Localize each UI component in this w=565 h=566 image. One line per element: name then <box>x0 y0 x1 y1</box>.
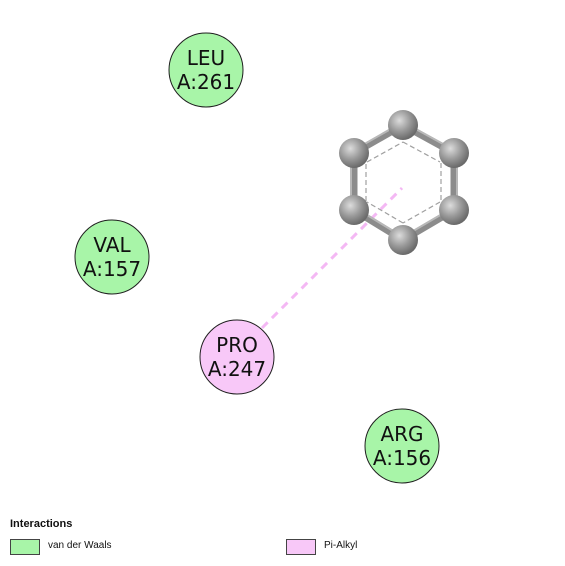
legend-label-pi-alkyl: Pi-Alkyl <box>324 540 358 551</box>
residue-chain-position: A:247 <box>208 357 266 381</box>
residue-chain-position: A:261 <box>177 70 235 94</box>
residue-pro-a247: PRO A:247 <box>199 319 275 395</box>
interactions-legend: Interactions van der Waals Pi-Alkyl <box>0 510 565 566</box>
residue-name: VAL <box>93 233 131 257</box>
residue-chain-position: A:157 <box>83 257 141 281</box>
aromatic-inner-dashes <box>365 141 442 224</box>
carbon-atom <box>339 195 369 225</box>
residue-disc <box>74 219 150 295</box>
residue-arg-a156: ARG A:156 <box>364 408 440 484</box>
legend-label-van-der-waals: van der Waals <box>48 540 112 551</box>
residue-leu-a261: LEU A:261 <box>168 32 244 108</box>
carbon-atom <box>388 225 418 255</box>
legend-swatch-pi-alkyl <box>286 539 316 555</box>
legend-title: Interactions <box>10 518 73 530</box>
residue-disc <box>199 319 275 395</box>
carbon-atom <box>388 110 418 140</box>
ligand-benzene-ring <box>339 110 469 255</box>
carbon-atom <box>339 138 369 168</box>
carbon-atom <box>439 138 469 168</box>
residue-disc <box>168 32 244 108</box>
interaction-diagram: LEU A:261 VAL A:157 PRO A:247 ARG A:156 <box>74 32 469 484</box>
residue-name: PRO <box>216 333 258 357</box>
residue-val-a157: VAL A:157 <box>74 219 150 295</box>
residue-name: ARG <box>380 422 423 446</box>
legend-swatch-van-der-waals <box>10 539 40 555</box>
pi-alkyl-interaction-line <box>260 186 404 330</box>
residue-chain-position: A:156 <box>373 446 431 470</box>
carbon-atom <box>439 195 469 225</box>
residue-disc <box>364 408 440 484</box>
residue-name: LEU <box>187 46 225 70</box>
